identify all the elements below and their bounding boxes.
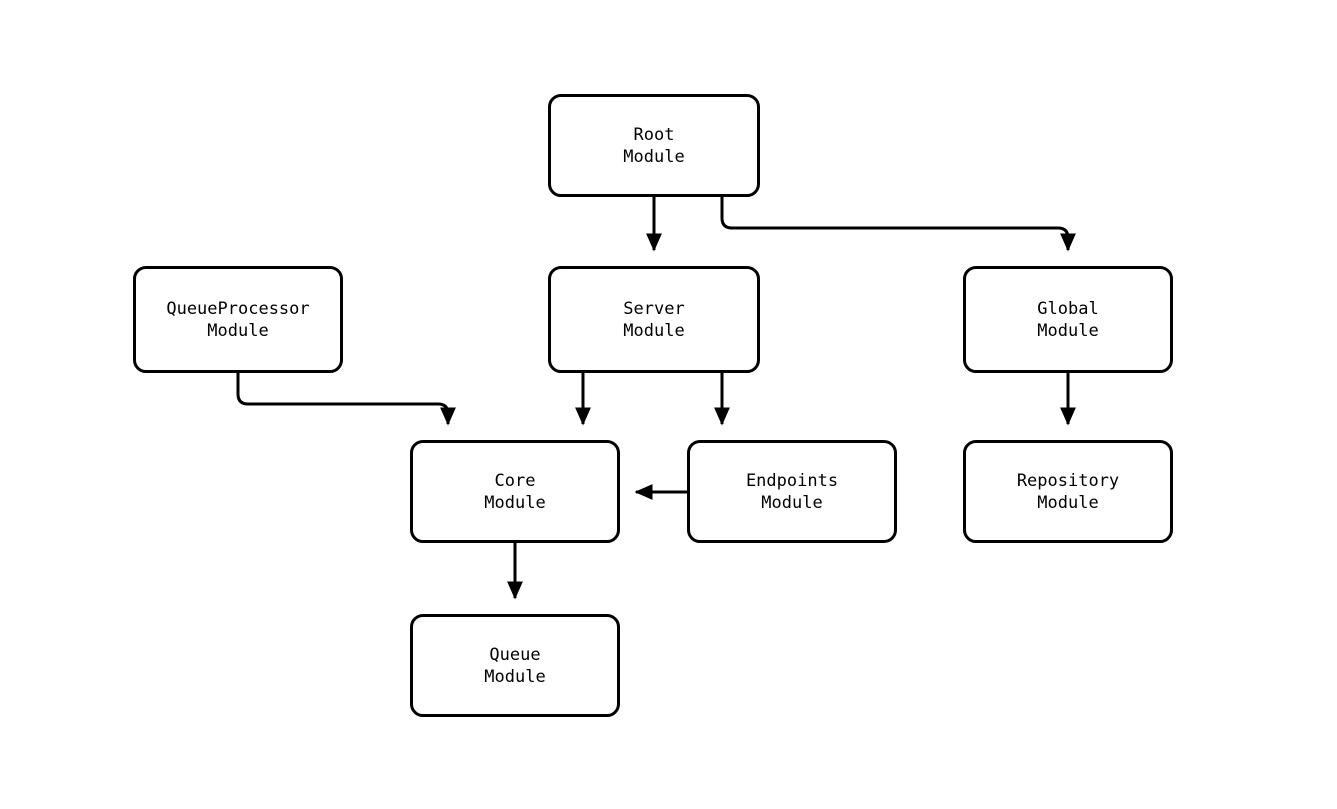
node-core[interactable]: Core Module bbox=[410, 440, 620, 543]
node-global[interactable]: Global Module bbox=[963, 266, 1173, 373]
node-queueprocessor[interactable]: QueueProcessor Module bbox=[133, 266, 343, 373]
node-root-label-line2: Module bbox=[623, 146, 685, 167]
node-queueprocessor-label-line2: Module bbox=[207, 320, 269, 341]
node-server-label-line1: Server bbox=[623, 298, 685, 319]
node-repository-label-line1: Repository bbox=[1016, 470, 1120, 491]
node-server-label-line2: Module bbox=[623, 320, 685, 341]
node-global-label-line2: Module bbox=[1037, 320, 1099, 341]
edge-root-global bbox=[720, 197, 1076, 252]
node-core-label-line2: Module bbox=[484, 492, 546, 513]
node-server[interactable]: Server Module bbox=[548, 266, 760, 373]
node-global-label-line1: Global bbox=[1037, 298, 1099, 319]
edge-queueprocessor-core bbox=[236, 373, 456, 426]
node-queue[interactable]: Queue Module bbox=[410, 614, 620, 717]
node-repository[interactable]: Repository Module bbox=[963, 440, 1173, 543]
node-endpoints-label-line2: Module bbox=[761, 492, 823, 513]
node-queueprocessor-label-line1: QueueProcessor bbox=[166, 298, 310, 319]
node-root-label-line1: Root bbox=[633, 124, 675, 145]
node-endpoints[interactable]: Endpoints Module bbox=[687, 440, 897, 543]
node-repository-label-line2: Module bbox=[1037, 492, 1099, 513]
node-core-label-line1: Core bbox=[494, 470, 536, 491]
node-endpoints-label-line1: Endpoints bbox=[745, 470, 839, 491]
node-root[interactable]: Root Module bbox=[548, 94, 760, 197]
node-queue-label-line2: Module bbox=[484, 666, 546, 687]
node-queue-label-line1: Queue bbox=[489, 644, 541, 665]
